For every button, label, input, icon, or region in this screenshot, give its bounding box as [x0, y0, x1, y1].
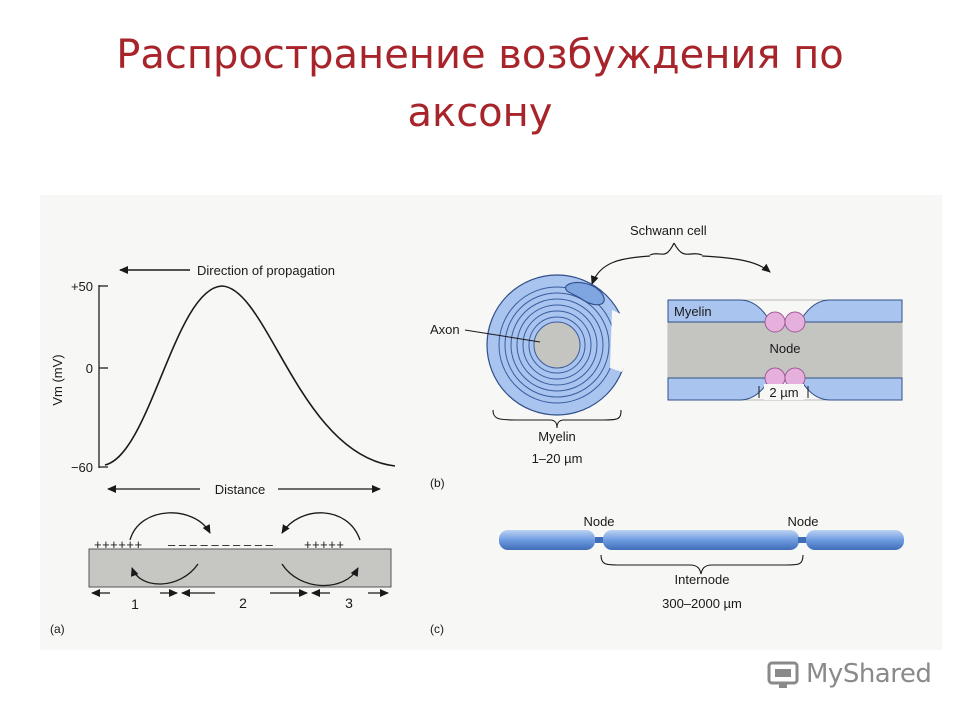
panel-a-label: (a) — [50, 622, 65, 636]
internode-brace — [600, 554, 804, 575]
internode-segment-right — [806, 530, 904, 550]
panel-a: +50 0 −60 Vm (mV) Direction of propagati… — [50, 263, 396, 636]
panel-c-label: (c) — [430, 622, 444, 636]
y-tick-label-high: +50 — [71, 279, 93, 294]
schwann-arrow-to-sheath — [590, 255, 651, 285]
axon-core — [533, 321, 581, 369]
charge-negative-top-mid: – – – – – – – – – – — [168, 537, 274, 552]
watermark-text: MyShared — [806, 659, 932, 689]
schwann-cell-label: Schwann cell — [630, 223, 707, 238]
axon-label: Axon — [430, 322, 460, 337]
node-right-label: Node — [787, 514, 818, 529]
action-potential-curve — [104, 285, 396, 467]
y-tick-label-low: −60 — [71, 460, 93, 475]
internode-length-label: 300–2000 µm — [662, 596, 742, 611]
schwann-cell-nucleus — [565, 281, 605, 306]
node-left — [595, 537, 605, 543]
myelin-label-right: Myelin — [674, 304, 712, 319]
current-arc-lower-right — [281, 563, 359, 587]
segment-label-3: 3 — [345, 595, 353, 611]
axon-bar — [88, 548, 392, 588]
node-left-label: Node — [583, 514, 614, 529]
internode-segment-middle — [603, 530, 799, 550]
segment-label-1: 1 — [131, 596, 139, 612]
node-gap-label: 2 µm — [769, 385, 798, 400]
panel-c: Node Node Internode 300–2000 µm (c) — [430, 514, 904, 636]
myelin-label: Myelin — [538, 429, 576, 444]
y-axis-label: Vm (mV) — [50, 354, 65, 405]
y-tick-label-zero: 0 — [86, 361, 93, 376]
internode-label: Internode — [675, 572, 730, 587]
current-arc-lower-left — [130, 563, 199, 585]
myshared-logo-icon — [767, 661, 799, 688]
internode-segment-left — [499, 530, 595, 550]
schwann-arrow-to-node — [701, 255, 771, 273]
node-label: Node — [769, 341, 800, 356]
watermark: MyShared — [766, 656, 932, 692]
direction-label: Direction of propagation — [197, 263, 335, 278]
panel-b-label: (b) — [430, 476, 445, 490]
panel-b: Schwann cell Axon Myelin 1–20 µm — [430, 223, 903, 490]
segment-label-2: 2 — [239, 595, 247, 611]
distance-label: Distance — [215, 482, 266, 497]
myelin-thickness-label: 1–20 µm — [532, 451, 583, 466]
myelin-brace — [492, 409, 622, 429]
slide-title: Распространение возбуждения по аксону — [116, 32, 844, 136]
charge-positive-top-left: ++++++ — [94, 537, 143, 552]
myelin-cross-section — [486, 274, 631, 416]
current-arc-upper-right — [281, 512, 361, 541]
axon-leader-line — [464, 329, 541, 343]
current-arc-upper-left — [129, 512, 211, 541]
charge-positive-top-right: +++++ — [304, 537, 344, 552]
schwann-brace-left — [649, 242, 675, 256]
node-right — [798, 537, 808, 543]
schwann-brace-right — [673, 242, 703, 256]
